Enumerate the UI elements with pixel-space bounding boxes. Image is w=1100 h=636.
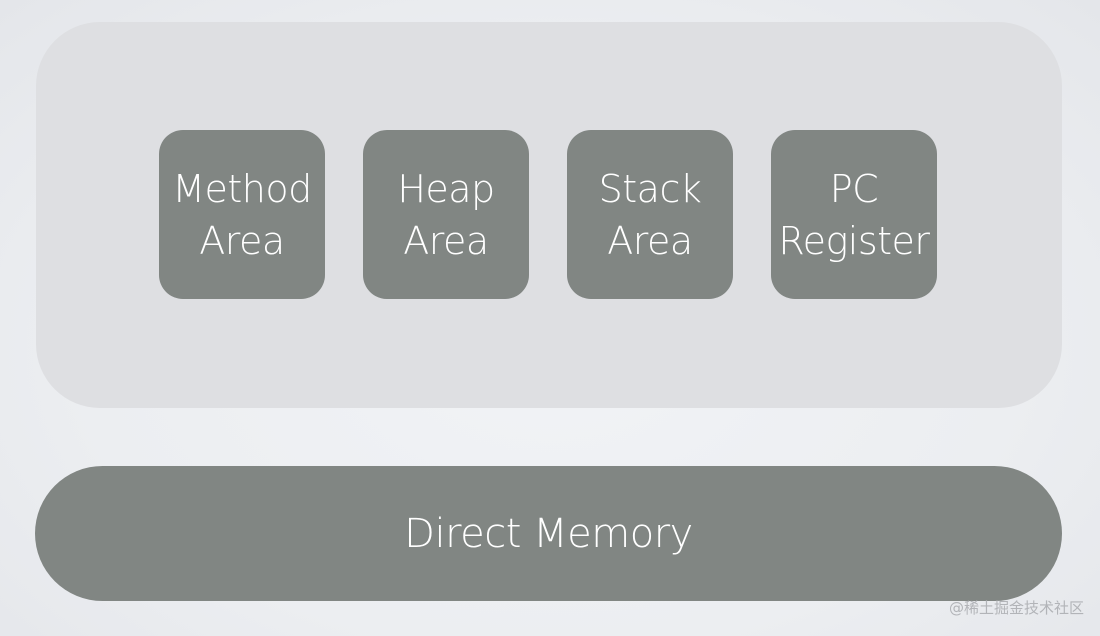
heap-area-label-line1: Heap: [397, 166, 495, 211]
stack-area-label-line1: Stack: [598, 166, 702, 211]
pc-register-label-line2: Register: [778, 218, 930, 263]
pc-register-box: PC Register: [771, 130, 937, 299]
heap-area-label-line2: Area: [403, 218, 489, 263]
direct-memory-label: Direct Memory: [404, 510, 693, 557]
watermark: @稀土掘金技术社区: [948, 599, 1084, 617]
direct-memory-bar: Direct Memory: [35, 466, 1062, 601]
heap-area-box: Heap Area: [363, 130, 529, 299]
pc-register-label-line1: PC: [829, 166, 879, 211]
stack-area-box: Stack Area: [567, 130, 733, 299]
stack-area-label-line2: Area: [607, 218, 693, 263]
method-area-box: Method Area: [159, 130, 325, 299]
method-area-label-line2: Area: [199, 218, 285, 263]
method-area-label-line1: Method: [172, 166, 312, 211]
